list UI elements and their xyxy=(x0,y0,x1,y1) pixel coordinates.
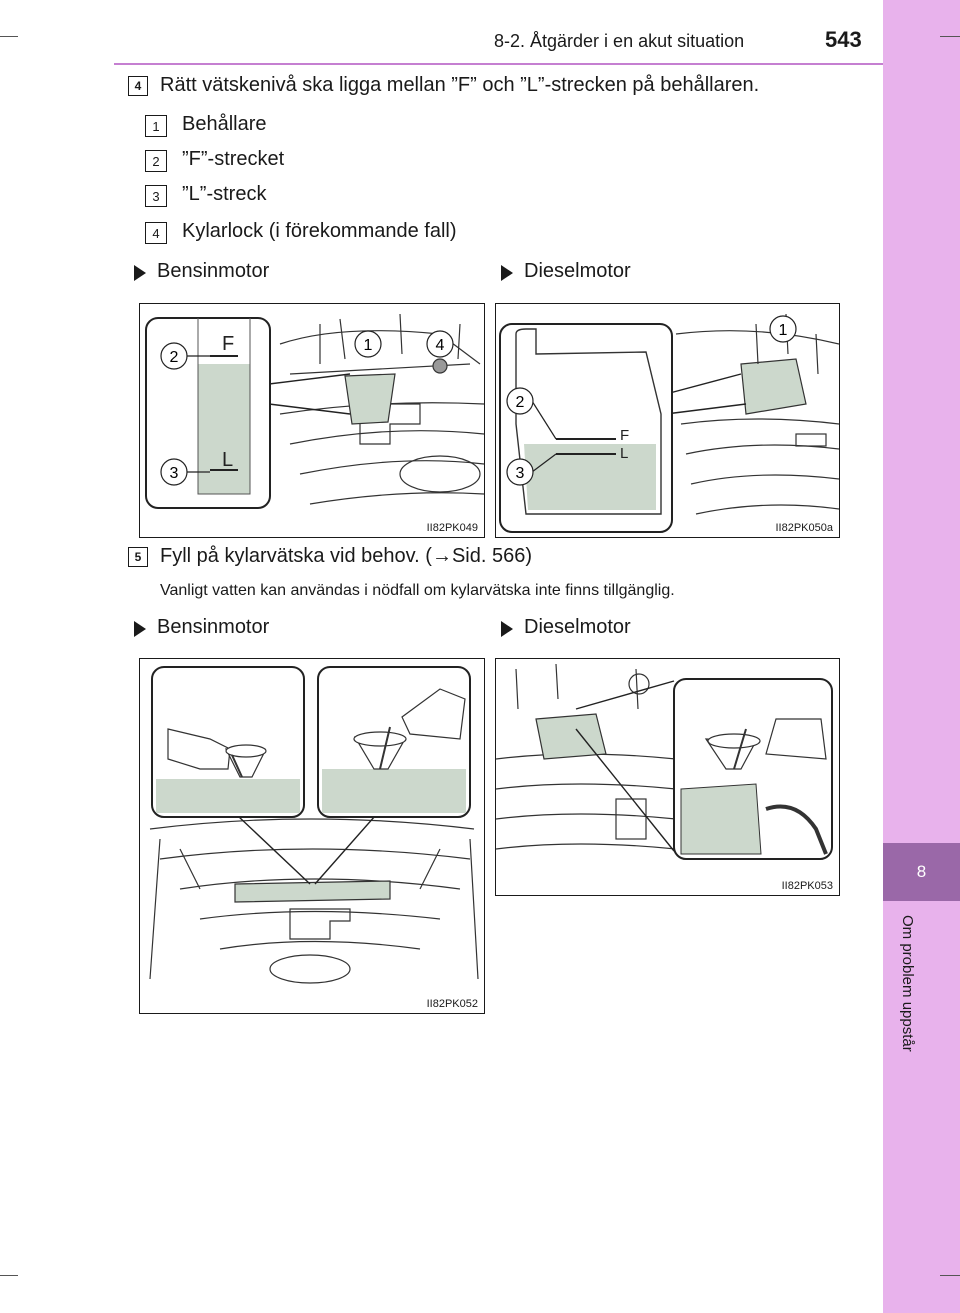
crop-mark xyxy=(0,36,18,37)
engine-drawing xyxy=(149,666,479,984)
callout-4: 4 xyxy=(436,337,445,354)
header-rule xyxy=(114,63,883,65)
chapter-number: 8 xyxy=(883,843,960,901)
item-number: 1 xyxy=(145,115,167,137)
callout-1: 1 xyxy=(364,337,373,354)
f-mark: F xyxy=(620,427,629,444)
engine-drawing: F L 2 3 1 4 xyxy=(145,313,484,509)
crop-mark xyxy=(940,1275,960,1276)
illustration-diesel-fill: II82PK053 xyxy=(495,658,840,896)
step-number-4: 4 xyxy=(128,76,148,96)
figure-code: II82PK052 xyxy=(424,998,480,1010)
item-label: ”F”-strecket xyxy=(182,148,285,170)
variant-right-label: Dieselmotor xyxy=(524,260,631,282)
item-label: ”L”-streck xyxy=(182,183,267,205)
arrow-right-icon xyxy=(134,265,146,281)
variant-left-label: Bensinmotor xyxy=(157,616,270,638)
illustration-diesel-reservoir: F L 2 3 1 II82PK050a xyxy=(495,303,840,538)
section-title: 8-2. Åtgärder i en akut situation xyxy=(494,31,745,51)
figure-code: II82PK053 xyxy=(779,880,835,892)
step-4-text: Rätt vätskenivå ska ligga mellan ”F” och… xyxy=(160,74,760,96)
page-number: 543 xyxy=(825,27,862,52)
callout-3: 3 xyxy=(170,465,179,482)
figure-code: II82PK050a xyxy=(773,522,835,534)
f-mark: F xyxy=(222,333,234,355)
l-mark: L xyxy=(620,445,628,462)
illustration-petrol-reservoir: F L 2 3 1 4 II82PK049 xyxy=(139,303,485,538)
callout-2: 2 xyxy=(170,349,179,366)
step-5-note: Vanligt vatten kan användas i nödfall om… xyxy=(160,582,675,599)
arrow-right-icon xyxy=(501,621,513,637)
arrow-right-icon xyxy=(501,265,513,281)
item-label: Kylarlock (i förekommande fall) xyxy=(182,220,457,242)
l-mark: L xyxy=(222,449,233,471)
step-5-text: Fyll på kylarvätska vid behov. (→Sid. 56… xyxy=(160,545,533,567)
variant-left-label: Bensinmotor xyxy=(157,260,270,282)
crop-mark xyxy=(940,36,960,37)
chapter-side-tab xyxy=(883,0,960,1313)
item-number: 3 xyxy=(145,185,167,207)
engine-drawing: F L 2 3 1 xyxy=(499,313,839,533)
callout-2: 2 xyxy=(516,394,525,411)
item-number: 4 xyxy=(145,222,167,244)
figure-code: II82PK049 xyxy=(424,522,480,534)
step-number-5: 5 xyxy=(128,547,148,567)
engine-drawing xyxy=(496,663,833,860)
callout-1: 1 xyxy=(779,322,788,339)
variant-right-label: Dieselmotor xyxy=(524,616,631,638)
item-number: 2 xyxy=(145,150,167,172)
callout-3: 3 xyxy=(516,465,525,482)
arrow-right-icon xyxy=(134,621,146,637)
item-label: Behållare xyxy=(182,113,267,135)
chapter-label: Om problem uppstår xyxy=(899,915,916,1052)
crop-mark xyxy=(0,1275,18,1276)
illustration-petrol-fill: II82PK052 xyxy=(139,658,485,1014)
